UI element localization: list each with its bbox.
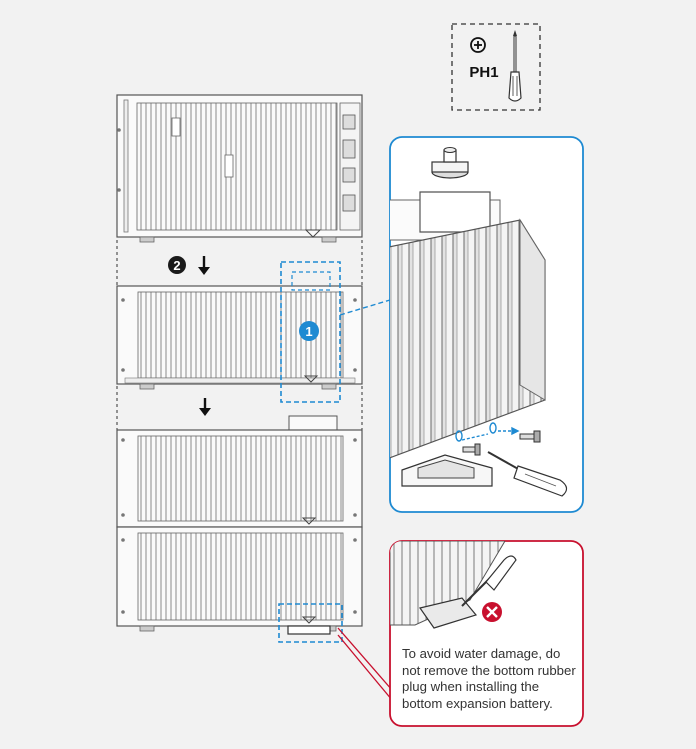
detail-callout — [389, 136, 584, 513]
tool-label: PH1 — [469, 64, 498, 81]
battery-stack — [116, 415, 363, 632]
inverter-unit — [116, 94, 363, 243]
warning-callout — [389, 540, 584, 727]
rubber-plug-highlight — [278, 603, 393, 701]
down-arrow-icon — [198, 256, 210, 275]
step-2-badge: 2 — [168, 256, 186, 274]
warning-text: To avoid water damage, do not remove the… — [402, 646, 576, 711]
alignment-guides — [116, 240, 363, 430]
step-2-number: 2 — [173, 258, 180, 273]
water-plug-icon — [431, 147, 469, 179]
expansion-battery-top — [116, 285, 363, 390]
screwdriver-icon — [508, 30, 522, 102]
prohibited-icon — [482, 602, 502, 622]
down-arrow-icon — [199, 398, 211, 416]
removal-direction-arrows — [455, 422, 520, 442]
screwdriver-icon — [487, 451, 568, 497]
screw-icon — [462, 443, 481, 456]
step-1-highlight — [280, 261, 391, 403]
screwdriver-icon — [461, 555, 517, 607]
step-1-number: 1 — [305, 324, 312, 339]
phillips-head-icon — [470, 37, 486, 53]
screw-icon — [519, 430, 541, 443]
tool-box: PH1 — [451, 23, 541, 111]
step-1-badge: 1 — [299, 321, 319, 341]
